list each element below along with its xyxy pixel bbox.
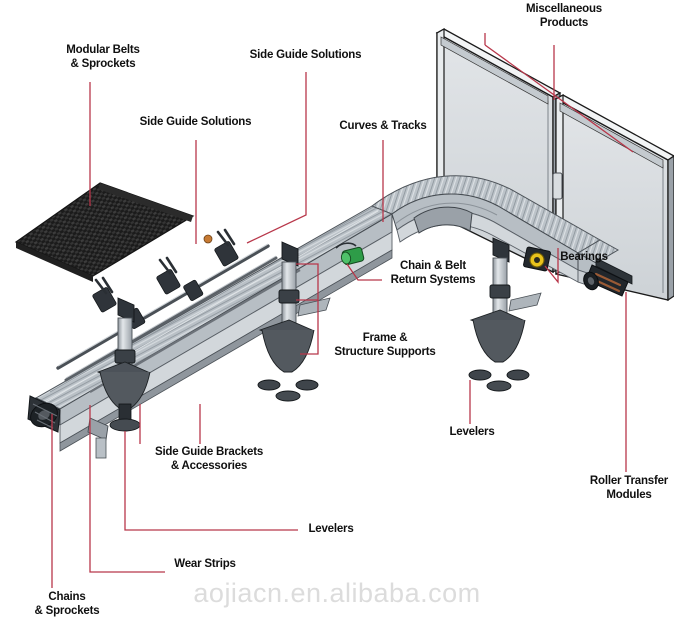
modular-belt-mat (14, 182, 195, 282)
leader-lines (51, 33, 634, 588)
callout-bearings: Bearings (560, 251, 608, 263)
callout-frame-structure-supports: Frame & Structure Supports (334, 332, 436, 358)
callout-chains-sprockets: Chains & Sprockets (34, 591, 100, 617)
drive-sprocket-end (27, 395, 61, 433)
callout-modular-belts-sprockets: Modular Belts & Sprockets (66, 44, 140, 70)
guard-panel-right (552, 93, 674, 302)
callout-chain-belt-return-systems: Chain & Belt Return Systems (390, 260, 476, 286)
stand-leg-right (468, 237, 542, 392)
side-guide-rails (40, 228, 301, 415)
stand-leg-left (96, 297, 151, 432)
bearing-block (523, 246, 551, 272)
callout-levelers-center: Levelers (308, 523, 354, 535)
callout-side-guide-solutions-left: Side Guide Solutions (139, 116, 252, 128)
callout-roller-transfer-modules: Roller Transfer Modules (589, 475, 669, 501)
callout-wear-strips: Wear Strips (174, 558, 236, 570)
callout-miscellaneous-products: Miscellaneous Products (525, 3, 602, 29)
callout-levelers-right: Levelers (449, 426, 495, 438)
stand-leg-center (257, 241, 331, 402)
watermark: aojiacn.en.alibaba.com (193, 578, 481, 608)
callout-side-guide-solutions-top: Side Guide Solutions (249, 49, 362, 61)
roller-transfer-module (583, 264, 629, 297)
callout-side-guide-brackets-accessories: Side Guide Brackets & Accessories (154, 446, 264, 472)
callout-curves-tracks: Curves & Tracks (339, 120, 427, 132)
support-bracket-left (87, 417, 109, 459)
